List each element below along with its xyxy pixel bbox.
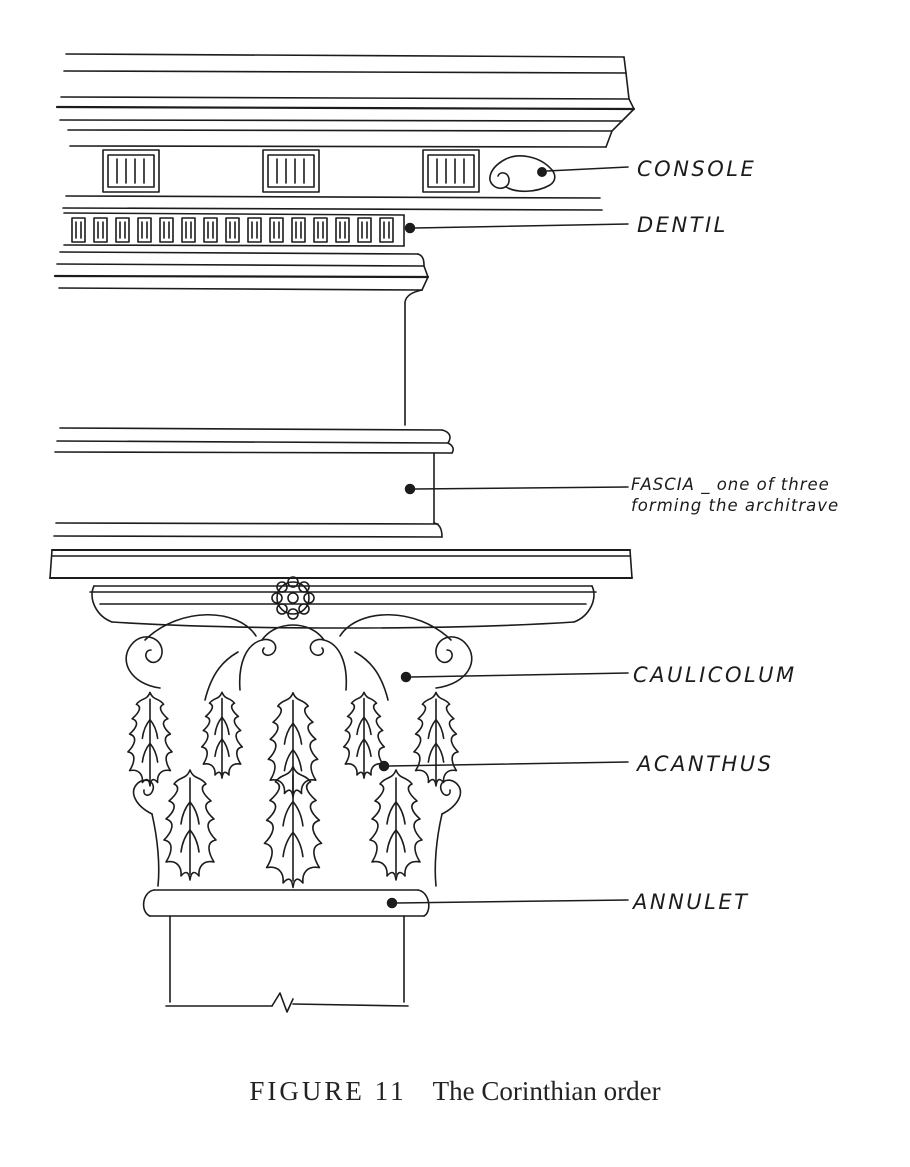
annulet-marker-dot: [386, 897, 398, 909]
cornice-group: [55, 53, 636, 148]
column-shaft: [165, 915, 409, 1013]
console-leader-line: [546, 166, 629, 172]
fascia-marker-dot: [404, 483, 416, 495]
dentil-leader-line: [414, 223, 629, 229]
dentil-marker-dot: [404, 222, 416, 234]
fascia-leader-line: [414, 486, 629, 490]
console-scroll: [489, 155, 556, 193]
modillion-block: [102, 149, 160, 193]
acanthus-leader-line: [388, 761, 629, 767]
annulet-leader-line: [396, 899, 629, 904]
acanthus-lower-row: [132, 765, 462, 889]
capital-group: [89, 576, 597, 917]
dentil-band: [63, 212, 405, 247]
shaft-break-mark: [271, 992, 294, 1013]
figure-number: FIGURE 11: [249, 1076, 407, 1106]
caulicolum-marker-dot: [400, 671, 412, 683]
abacus: [89, 585, 597, 629]
label-annulet: ANNULET: [633, 890, 750, 914]
label-fascia: FASCIA _ one of three forming the archit…: [631, 475, 840, 515]
label-dentil: DENTIL: [637, 213, 728, 237]
bed-mould-group: [62, 195, 603, 211]
label-acanthus: ACANTHUS: [637, 752, 774, 776]
figure-caption: FIGURE 11 The Corinthian order: [0, 1076, 910, 1107]
caulicoli-volutes: [125, 613, 473, 701]
leader-lines: [378, 166, 629, 909]
label-console: CONSOLE: [637, 157, 757, 181]
architrave-group: [49, 427, 633, 579]
frieze-group: [53, 251, 430, 426]
modillion-block: [422, 149, 480, 193]
console-bracket-row: [102, 149, 556, 193]
fleuron-rosette: [271, 576, 315, 620]
modillion-block: [262, 149, 320, 193]
acanthus-marker-dot: [378, 760, 390, 772]
label-caulicolum: CAULICOLUM: [633, 663, 797, 687]
console-marker-dot: [537, 167, 547, 177]
caulicolum-leader-line: [410, 672, 629, 678]
annulet-band: [142, 889, 430, 917]
figure-title: The Corinthian order: [432, 1076, 661, 1106]
